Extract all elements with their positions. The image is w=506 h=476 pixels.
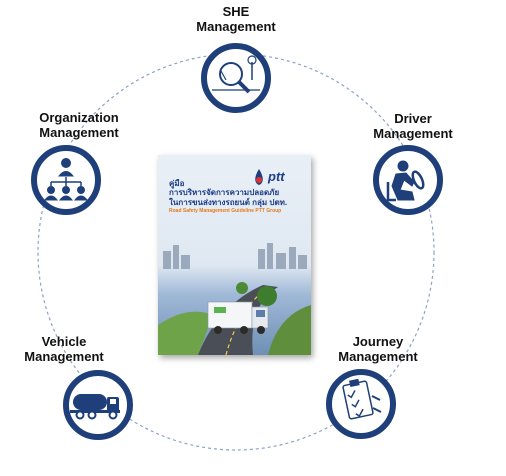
book-title-line2: ในการขนส่งทางรถยนต์ กลุ่ม ปตท. [169, 198, 288, 207]
node-driver[interactable] [373, 145, 443, 215]
ptt-logo-icon [255, 169, 263, 185]
label-organization: Organization Management [24, 110, 134, 140]
label-journey: Journey Management [328, 334, 428, 364]
checklist-icon [342, 378, 382, 420]
node-vehicle[interactable] [63, 370, 133, 440]
label-she: SHE Management [186, 4, 286, 34]
org-chart-icon [43, 158, 89, 201]
label-driver-line2: Management [373, 126, 453, 141]
book-brand: ptt [268, 169, 285, 184]
driver-steering-icon [386, 160, 425, 202]
label-vehicle-line2: Management [24, 349, 104, 364]
node-organization[interactable] [31, 145, 101, 215]
label-journey-line1: Journey [352, 334, 404, 349]
book-subtitle-en: Road Safety Management Guideline PTT Gro… [169, 208, 282, 214]
magnifier-icon [212, 55, 260, 94]
label-vehicle: Vehicle Management [14, 334, 114, 364]
label-she-line2: Management [196, 19, 276, 34]
label-vehicle-line1: Vehicle [41, 334, 87, 349]
book-title-line1: การบริหารจัดการความปลอดภัย [169, 188, 280, 197]
node-journey[interactable] [326, 369, 396, 439]
label-journey-line2: Management [338, 349, 418, 364]
node-she[interactable] [201, 43, 271, 113]
guideline-book-cover: ptt คู่มือ การบริหารจัดการความปลอดภัย ใน… [158, 155, 311, 355]
book-truck-icon [207, 301, 269, 334]
label-organization-line2: Management [39, 125, 119, 140]
book-title-line0: คู่มือ [169, 179, 185, 188]
book-cover-art [158, 169, 311, 355]
label-driver-line1: Driver [394, 111, 432, 126]
tanker-truck-icon [70, 394, 120, 420]
label-she-line1: SHE [222, 4, 250, 19]
label-driver: Driver Management [363, 111, 463, 141]
label-organization-line1: Organization [39, 110, 119, 125]
